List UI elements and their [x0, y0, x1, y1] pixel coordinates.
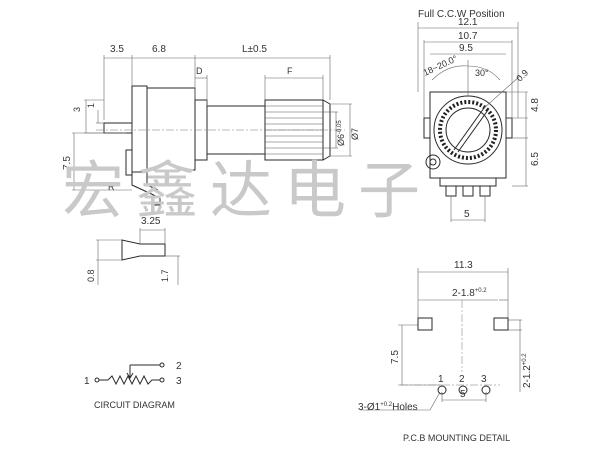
dim-1: 1	[86, 103, 96, 108]
pcb-pin-2: 2	[459, 374, 465, 385]
dim-1-7: 1.7	[160, 269, 170, 282]
dim-angle-18-20: 18~20.0°	[422, 53, 460, 78]
label-R: R	[108, 182, 115, 192]
resistor-symbol	[107, 374, 160, 386]
circuit-pin-3: 3	[176, 376, 182, 387]
front-pin-2	[462, 185, 474, 197]
dim-phi7: Ø7	[350, 128, 360, 140]
dim-0-8: 0.8	[86, 269, 96, 282]
front-pin-1	[445, 185, 457, 197]
dim-12-1: 12.1	[458, 17, 478, 28]
rotor-slot	[453, 107, 485, 151]
circuit-pin-1: 1	[84, 376, 90, 387]
dim-0-9: 0.9	[514, 67, 530, 83]
dim-F: F	[287, 66, 293, 76]
dim-7-5: 7.5	[62, 156, 73, 170]
pcb-pin-1: 1	[438, 374, 444, 385]
dim-3: 3	[72, 107, 82, 112]
circuit-diagram: 1 2 3 CIRCUIT DIAGRAM	[84, 361, 182, 410]
watermark: 宏鑫达电子	[62, 154, 432, 227]
dim-9-5: 9.5	[459, 43, 473, 54]
front-title: Full C.C.W Position	[418, 9, 505, 20]
pcb-slot-left	[417, 317, 433, 331]
mounting-post	[425, 154, 441, 170]
pcb-hole-1	[437, 385, 447, 395]
dim-L: L±0.5	[242, 44, 267, 55]
dim-phi6: Ø6-0.05	[336, 120, 346, 146]
mounting-leg	[131, 172, 161, 206]
rotor-knurl	[438, 100, 498, 160]
dim-angle-30: 30°	[475, 68, 489, 78]
dim-2-1-8: 2-1.8+0.2	[452, 288, 487, 299]
pcb-label: P.C.B MOUNTING DETAIL	[403, 433, 510, 443]
front-pin-3	[479, 185, 491, 197]
dim-D: D	[196, 66, 203, 76]
circuit-label: CIRCUIT DIAGRAM	[94, 400, 175, 410]
dim-10-7: 10.7	[458, 31, 478, 42]
dim-3-5: 3.5	[110, 44, 124, 55]
holes-label: 3-Ø1+0.2Holes	[358, 402, 418, 413]
side-view: 3.5 6.8 L±0.5 D F 3 1 7.5 R Ø6-0.05 Ø7 3…	[62, 44, 360, 285]
circuit-pin-2: 2	[176, 361, 182, 372]
dim-6-8: 6.8	[152, 44, 166, 55]
dim-7-5-pcb: 7.5	[390, 350, 401, 364]
dim-5-front: 5	[464, 209, 470, 220]
pcb-hole-2	[458, 385, 468, 395]
dim-6-5: 6.5	[530, 152, 541, 166]
dim-3-25: 3.25	[141, 216, 161, 227]
dim-4-8: 4.8	[530, 98, 541, 112]
pcb-mounting-detail: 1 2 3 11.3 2-1.8+0.2 7.5 2-1.2+0.2 5 3-Ø…	[358, 260, 533, 443]
pcb-pin-3: 3	[481, 374, 487, 385]
dim-11-3: 11.3	[454, 260, 473, 271]
dim-2-1-2: 2-1.2+0.2	[522, 353, 533, 388]
terminal-detail: 3.25 0.8 1.7	[86, 216, 180, 285]
pcb-slot-right	[493, 317, 509, 331]
front-view: Full C.C.W Position	[417, 9, 541, 222]
pcb-hole-3	[481, 385, 491, 395]
terminal-pin	[103, 122, 133, 134]
dim-5-pcb: 5	[460, 389, 466, 400]
